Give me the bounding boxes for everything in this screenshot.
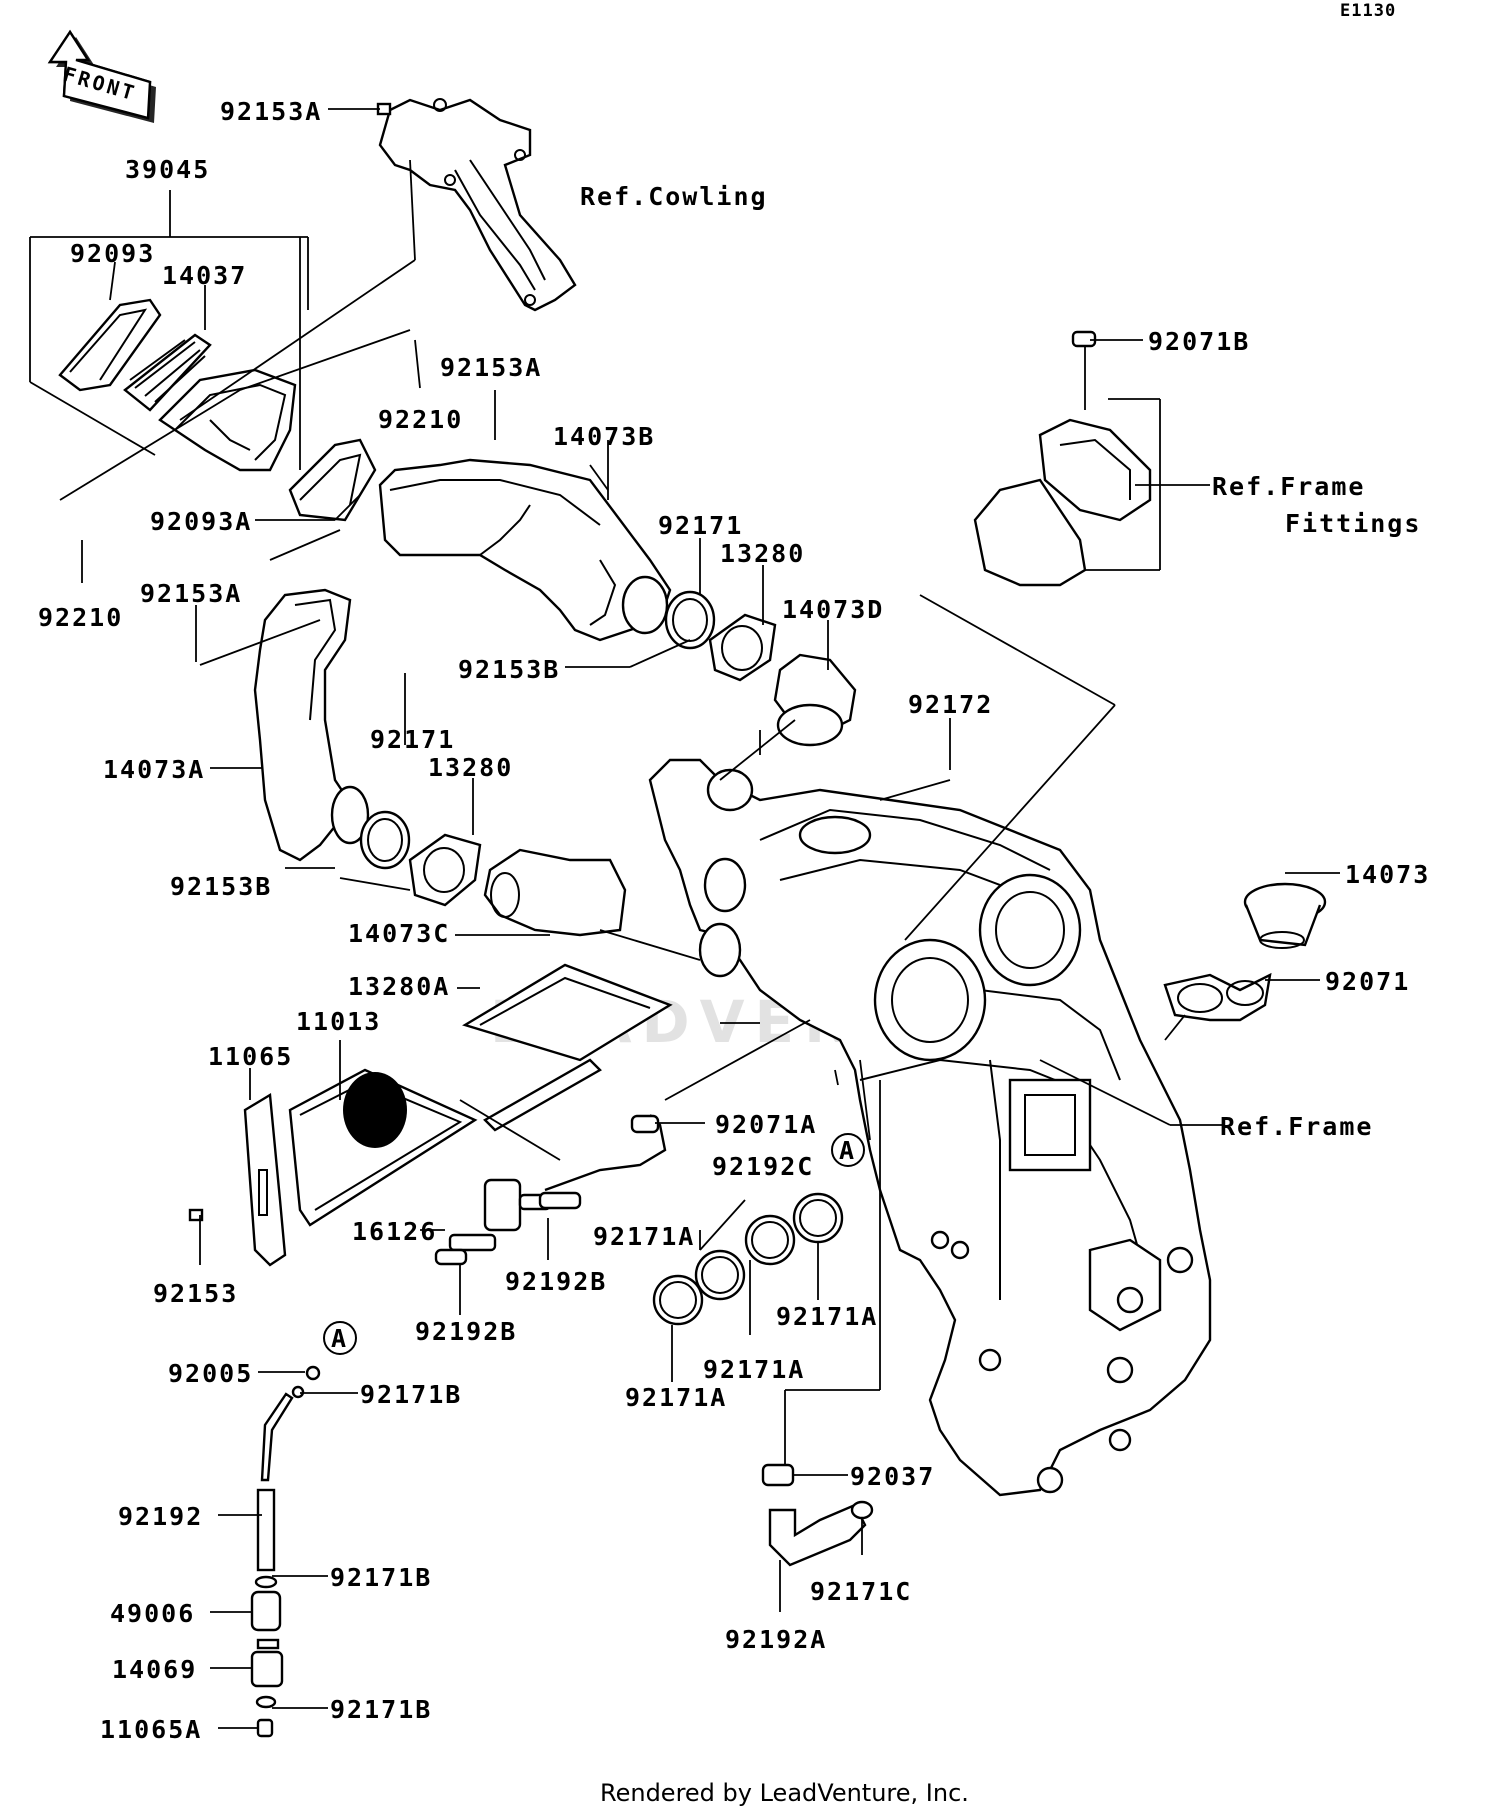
cover-92093A bbox=[288, 438, 377, 522]
part-label: 92153 bbox=[153, 1279, 238, 1308]
part-label: 92171A bbox=[703, 1355, 805, 1384]
duct-14073A bbox=[253, 588, 370, 862]
airbox-frame bbox=[648, 758, 1212, 1497]
clamp-92171A-3 bbox=[694, 1249, 746, 1301]
part-label: 14073B bbox=[553, 422, 655, 451]
air-filter-11013 bbox=[288, 1068, 478, 1227]
cover-92093 bbox=[58, 298, 162, 392]
part-label: 14073 bbox=[1345, 860, 1430, 889]
part-label: 92153A bbox=[220, 97, 322, 126]
credit: Rendered by LeadVenture, Inc. bbox=[600, 1779, 969, 1807]
intake-duct-39045 bbox=[158, 368, 297, 472]
duct-14073B bbox=[378, 458, 672, 642]
part-label: 92171B bbox=[330, 1563, 432, 1592]
clamp-92171A-2 bbox=[744, 1214, 796, 1266]
cowling-bracket bbox=[378, 98, 577, 312]
ref-frame: Ref.Frame bbox=[1220, 1112, 1373, 1141]
ref-frame-fittings-line1: Ref.Frame bbox=[1212, 472, 1365, 501]
plate-11065 bbox=[243, 1092, 287, 1267]
ref-frame-fittings-line2: Fittings bbox=[1285, 509, 1421, 538]
part-label: 92171C bbox=[810, 1577, 912, 1606]
part-label: 92171A bbox=[625, 1383, 727, 1412]
part-label: 92071A bbox=[715, 1110, 817, 1139]
clamp-92171-mid bbox=[359, 810, 411, 870]
clamp-92171C bbox=[850, 1500, 874, 1520]
part-label: 92192B bbox=[505, 1267, 607, 1296]
clamp-92171-top bbox=[664, 590, 716, 650]
part-label: 13280 bbox=[428, 753, 513, 782]
part-label: 92210 bbox=[38, 603, 123, 632]
part-label: 14069 bbox=[112, 1655, 197, 1684]
hose-assembly-lower-left bbox=[250, 1365, 321, 1738]
hose-92192B-lower bbox=[434, 1248, 468, 1266]
screen-14037 bbox=[123, 333, 212, 412]
part-label: 92172 bbox=[908, 690, 993, 719]
front-arrow-icon: FRONT bbox=[47, 29, 156, 123]
part-label: 92153B bbox=[170, 872, 272, 901]
hose-92192B-upper bbox=[538, 1191, 582, 1210]
part-label: 92192C bbox=[712, 1152, 814, 1181]
callout-a-lower: A bbox=[323, 1321, 357, 1355]
part-label: 92071 bbox=[1325, 967, 1410, 996]
part-label: 11065A bbox=[100, 1715, 202, 1744]
part-label: 16126 bbox=[352, 1217, 437, 1246]
part-label: 92210 bbox=[378, 405, 463, 434]
gasket-13280-mid bbox=[408, 833, 482, 907]
leader-lines bbox=[29, 108, 1340, 1729]
part-label: 11013 bbox=[296, 1007, 381, 1036]
valve-16126 bbox=[448, 1178, 552, 1252]
part-label: 92171B bbox=[330, 1695, 432, 1724]
hose-92192A bbox=[768, 1503, 867, 1567]
part-label: 92071B bbox=[1148, 327, 1250, 356]
part-label: 49006 bbox=[110, 1599, 195, 1628]
duct-14073D bbox=[773, 653, 857, 747]
seal-13280A bbox=[462, 963, 673, 1132]
ref-cowling: Ref.Cowling bbox=[580, 182, 768, 211]
part-label: 92153B bbox=[458, 655, 560, 684]
gasket-13280-top bbox=[708, 613, 777, 682]
part-label: 92153A bbox=[440, 353, 542, 382]
part-label: 92005 bbox=[168, 1359, 253, 1388]
part-label: 14073A bbox=[103, 755, 205, 784]
callout-a-upper: A bbox=[831, 1133, 865, 1167]
part-label: 92171 bbox=[658, 511, 743, 540]
hose-92192C bbox=[544, 1114, 667, 1192]
part-label: 92192 bbox=[118, 1502, 203, 1531]
callout-a-lower-label: A bbox=[331, 1324, 348, 1353]
part-label: 13280 bbox=[720, 539, 805, 568]
part-label: 92037 bbox=[850, 1462, 935, 1491]
part-label: 92153A bbox=[140, 579, 242, 608]
part-label: 92171B bbox=[360, 1380, 462, 1409]
clamp-92171A-4 bbox=[652, 1274, 704, 1326]
clamp-92171A-1 bbox=[792, 1192, 844, 1244]
part-label: 92171A bbox=[776, 1302, 878, 1331]
part-label: 92171 bbox=[370, 725, 455, 754]
part-label: 92093A bbox=[150, 507, 252, 536]
part-label: 14073D bbox=[782, 595, 884, 624]
part-label: 39045 bbox=[125, 155, 210, 184]
part-label: 14073C bbox=[348, 919, 450, 948]
bolt-92153 bbox=[188, 1208, 204, 1222]
part-label: 92192B bbox=[415, 1317, 517, 1346]
part-label: 14037 bbox=[162, 261, 247, 290]
cap-92037 bbox=[761, 1463, 795, 1487]
funnel-14073 bbox=[1243, 882, 1327, 949]
part-label: 11065 bbox=[208, 1042, 293, 1071]
diagram-code: E1130 bbox=[1340, 1, 1396, 21]
callout-a-upper-label: A bbox=[839, 1136, 856, 1165]
part-label: 92192A bbox=[725, 1625, 827, 1654]
cap-92071B bbox=[1071, 330, 1097, 348]
part-label: 13280A bbox=[348, 972, 450, 1001]
gasket-92071 bbox=[1163, 972, 1272, 1022]
part-label: 92093 bbox=[70, 239, 155, 268]
duct-14073C bbox=[483, 848, 627, 937]
part-label: 92171A bbox=[593, 1222, 695, 1251]
frame-fittings-cover bbox=[973, 418, 1152, 587]
